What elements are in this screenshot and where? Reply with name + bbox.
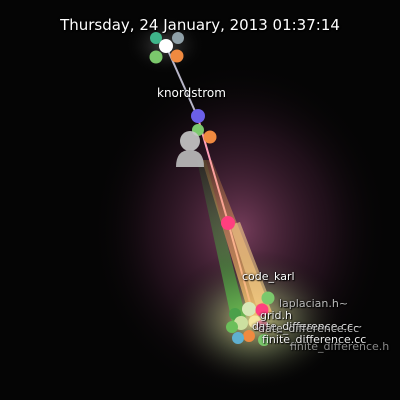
file-name-label: finite_difference.cc	[262, 333, 367, 346]
file-name-label: laplacian.h~	[279, 297, 349, 310]
file-node	[149, 50, 163, 64]
directory-node	[159, 39, 173, 53]
file-name-label: date_difference.cc	[258, 322, 360, 335]
file-node	[242, 302, 256, 316]
file-node	[150, 32, 162, 44]
file-node	[191, 109, 205, 123]
file-node	[243, 330, 255, 342]
action-beam-green	[197, 160, 246, 322]
file-node	[203, 130, 217, 144]
file-name-label: grid.h	[260, 309, 293, 322]
person-icon	[176, 131, 204, 167]
user-name-label: code_karl	[242, 270, 295, 283]
datetime-label: Thursday, 24 January, 2013 01:37:14	[60, 16, 340, 34]
file-node	[221, 216, 235, 230]
file-node	[261, 291, 275, 305]
file-node	[172, 32, 184, 44]
file-name-label: finite_difference.h	[290, 340, 390, 353]
file-node	[256, 320, 268, 332]
file-name-label: date_difference.cc~	[252, 320, 363, 333]
file-node	[232, 332, 244, 344]
file-node	[255, 303, 269, 317]
file-node	[170, 49, 184, 63]
file-node	[258, 334, 270, 346]
action-beam-yellow	[230, 222, 270, 305]
user-name-label: knordstrom	[157, 86, 226, 100]
file-node	[226, 321, 238, 333]
